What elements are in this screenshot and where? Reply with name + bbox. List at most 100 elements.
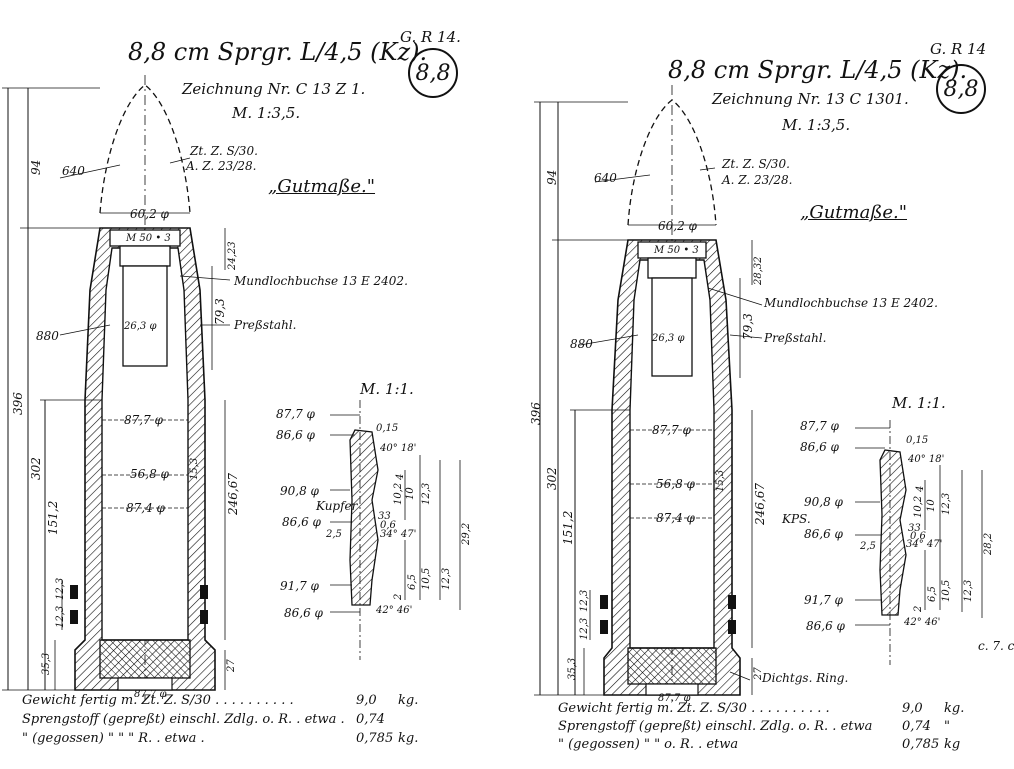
detail-dia-4: 86,6 φ	[282, 515, 321, 529]
detail-step-1: 0,15	[906, 435, 929, 446]
fuze-ref-2: A. Z. 23/28.	[186, 159, 257, 173]
detail-v5: 12,3	[441, 567, 452, 590]
drawing-sheet-right: 8,8 cm Sprgr. L/4,5 (Kz). G. R 14 8,8 Ze…	[500, 0, 1014, 769]
edge-fragment: c. 7. c	[978, 639, 1014, 653]
mouth-diameter: 60,2 φ	[658, 219, 697, 233]
dim-cavity-length: 246,67	[753, 483, 767, 525]
drawing-sheet-left: 8,8 cm Sprgr. L/4,5 (Kz). G. R 14. 8,8 Z…	[0, 0, 500, 769]
footer-charge-cast-label: " (gegossen) " " " R. . etwa .	[22, 731, 205, 746]
dim-wall: 15,3	[715, 469, 726, 492]
sheet-code: G. R 14.	[400, 28, 461, 46]
detail-v2: 12,3	[941, 492, 952, 515]
detail-radius: 2,5	[860, 541, 876, 552]
sealing-ring-label: Dichtgs. Ring.	[762, 671, 849, 685]
dim-cavity-length: 246,67	[226, 473, 240, 515]
good-dimensions-label: „Gutmaße."	[268, 176, 376, 197]
detail-dia-2: 86,6 φ	[800, 440, 839, 454]
base-diameter: 87,7 φ	[658, 693, 691, 704]
shell-drawing-right	[534, 85, 983, 705]
footer-charge-cast-value: 0,785	[356, 731, 394, 746]
dim-body-length: 302	[545, 467, 559, 490]
detail-v7: 6,5	[407, 574, 418, 590]
detail-step-4: 10,2	[913, 495, 924, 518]
detail-v1: 10	[926, 499, 937, 512]
dim-bore-depth: 79,3	[213, 298, 227, 325]
detail-step-4: 10,2	[393, 482, 404, 505]
dim-band-b: 12,3	[55, 605, 66, 628]
detail-dia-3: 90,8 φ	[804, 495, 843, 509]
dim-bore-depth: 79,3	[741, 313, 755, 340]
dim-total-length: 396	[529, 402, 543, 425]
good-dimensions-label: „Gutmaße."	[800, 202, 908, 223]
dim-nose-length: 94	[545, 169, 559, 185]
detail-scale: M. 1:1.	[892, 394, 946, 412]
bore-diameter: 26,3 φ	[652, 333, 685, 344]
diameter-2: 56,8 φ	[656, 477, 695, 491]
footer-charge-pressed-value: 0,74	[356, 712, 385, 727]
footer-charge-cast-unit: kg.	[398, 731, 419, 746]
detail-step-1: 0,15	[376, 423, 399, 434]
diameter-1: 87,7 φ	[652, 423, 691, 437]
detail-angle-3: 42° 46'	[904, 617, 941, 628]
footer-weight-value: 9,0	[356, 693, 377, 708]
caliber-badge: 8,8	[936, 64, 986, 114]
detail-step-3: 0,6	[380, 520, 396, 531]
diameter-2: 56,8 φ	[130, 467, 169, 481]
shell-drawing-left	[2, 75, 461, 700]
detail-angle-2: 34° 47'	[906, 539, 943, 550]
base-diameter: 87,7 φ	[134, 689, 167, 700]
detail-dia-6: 86,6 φ	[284, 606, 323, 620]
thread-label: M 50 • 3	[126, 233, 171, 244]
diameter-3: 87,4 φ	[656, 511, 695, 525]
dim-band-a: 12,3	[579, 589, 590, 612]
sheet-title: 8,8 cm Sprgr. L/4,5 (Kz).	[128, 38, 428, 66]
diameter-1: 87,7 φ	[124, 413, 163, 427]
detail-v6: 4	[395, 473, 406, 480]
dim-base-length: 35,3	[41, 652, 52, 675]
drawing-scale: M. 1:3,5.	[782, 116, 851, 134]
footer-charge-cast-value: 0,785	[902, 737, 940, 752]
drawing-number: Zeichnung Nr. C 13 Z 1.	[182, 80, 366, 98]
footer-charge-pressed-label: Sprengstoff (gepreßt) einschl. Zdlg. o. …	[558, 719, 873, 734]
material-label: Preßstahl.	[234, 318, 297, 332]
detail-dia-6: 86,6 φ	[806, 619, 845, 633]
detail-material: KPS.	[782, 512, 811, 526]
detail-step-2: 33	[908, 523, 921, 534]
dim-bore-length: 24,23	[227, 241, 238, 270]
dim-body-length: 302	[29, 457, 43, 480]
footer-charge-cast-label: " (gegossen) " " o. R. . etwa	[558, 737, 739, 752]
footer-charge-pressed-value: 0,74	[902, 719, 931, 734]
detail-v2: 12,3	[421, 482, 432, 505]
footer-weight-value: 9,0	[902, 701, 923, 716]
dim-wall: 15,3	[189, 457, 200, 480]
detail-v3: 28,2	[983, 532, 994, 555]
bore-diameter: 26,3 φ	[124, 321, 157, 332]
detail-angle-2: 34° 47'	[380, 529, 417, 540]
fuze-socket-label: Mundlochbuchse 13 E 2402.	[234, 274, 408, 288]
detail-step-3: 0,6	[910, 531, 926, 542]
wall-radius: 880	[36, 329, 59, 343]
detail-dia-3: 90,8 φ	[280, 484, 319, 498]
footer-weight-label: Gewicht fertig m. Zt. Z. S/30 . . . . . …	[558, 701, 830, 716]
detail-angle-1: 40° 18'	[380, 443, 417, 454]
detail-dia-5: 91,7 φ	[804, 593, 843, 607]
sheet-code: G. R 14	[930, 40, 987, 58]
diameter-3: 87,4 φ	[126, 501, 165, 515]
detail-scale: M. 1:1.	[360, 380, 414, 398]
detail-step-2: 33	[378, 511, 391, 522]
detail-v6: 4	[915, 485, 926, 492]
footer-charge-pressed-label: Sprengstoff (gepreßt) einschl. Zdlg. o. …	[22, 712, 345, 727]
fuze-ref-1: Zt. Z. S/30.	[722, 157, 790, 171]
thread-label: M 50 • 3	[654, 245, 699, 256]
detail-v4: 10,5	[941, 579, 952, 602]
detail-dia-2: 86,6 φ	[276, 428, 315, 442]
nose-radius: 640	[62, 164, 85, 178]
detail-radius: 2,5	[326, 529, 342, 540]
detail-v4: 10,5	[421, 567, 432, 590]
dim-lower-length: 151,2	[561, 510, 575, 545]
detail-dia-1: 87,7 φ	[276, 407, 315, 421]
wall-radius: 880	[570, 337, 593, 351]
drawing-number: Zeichnung Nr. 13 C 1301.	[712, 90, 909, 108]
detail-v8: 2	[393, 593, 404, 600]
dim-nose-length: 94	[29, 159, 43, 175]
